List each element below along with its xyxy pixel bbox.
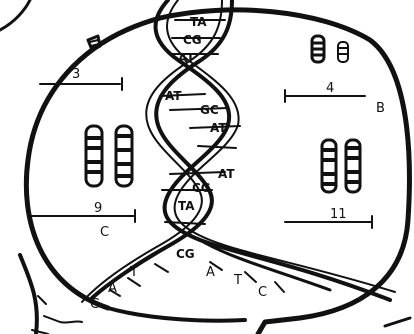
strand-base-label: A <box>206 265 215 280</box>
bubble-tail <box>20 255 37 334</box>
chromosome-letter-label: B <box>376 101 385 116</box>
helix-pair-label: GC <box>200 103 219 117</box>
helix-pair-label: CG <box>176 247 195 261</box>
helix-pair-label: CG <box>183 33 202 47</box>
chromosome-letter-label: C <box>100 225 109 240</box>
chromosome-number-label: 11 <box>330 207 347 222</box>
chromosome-number-label: 3 <box>72 67 80 82</box>
strand-base-label: T <box>129 265 138 280</box>
corner-mark-bottom-right <box>385 318 410 326</box>
chromosome-number-label: 4 <box>326 81 334 96</box>
cell-outline-bottom <box>108 308 245 321</box>
strand-base-label: A <box>108 281 117 296</box>
strand-base-label: G <box>90 297 100 312</box>
helix-pair-label: AT <box>178 51 195 65</box>
corner-mark-top-left <box>0 0 30 30</box>
chromosome-group-4: 4 B <box>285 36 385 116</box>
helix-pair-label: TA <box>190 15 207 29</box>
helix-pair-label: AT <box>165 89 182 103</box>
chromosome-group-11: 11 <box>285 140 372 228</box>
helix-pair-label: TA <box>178 199 195 213</box>
helix-pair-label: CG <box>192 181 211 195</box>
strand-base-label: T <box>233 273 242 288</box>
helix-pair-label: AT <box>210 121 227 135</box>
strand-base-label: C <box>258 285 267 300</box>
helix-pair-label: AT <box>218 167 235 181</box>
chromosome-group-9: 9 C <box>32 126 135 240</box>
squiggle-bottom-left <box>32 296 82 334</box>
chromosome-number-label: 9 <box>94 201 102 216</box>
chromosome-group-3: 3 <box>40 36 122 90</box>
